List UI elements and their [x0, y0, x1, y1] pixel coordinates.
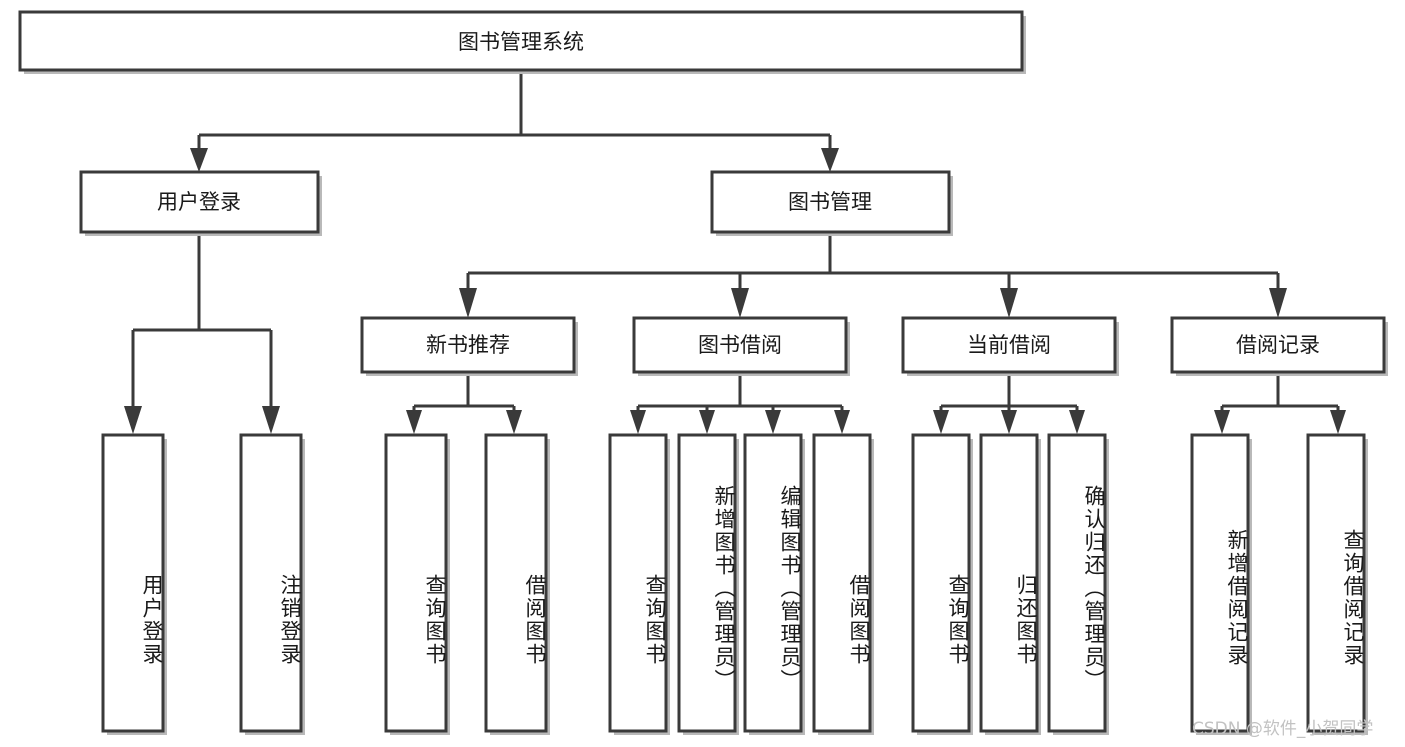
- node-user-login-box[interactable]: [79, 170, 320, 234]
- arrow-head-current-borrow: [1000, 288, 1018, 318]
- arrow-head-leaf-edit-book: [765, 410, 781, 434]
- arrow-head-book-borrow: [731, 288, 749, 318]
- connector-new-book-recommend-to-leaves: [412, 373, 516, 416]
- node-new-book-recommend-box[interactable]: [360, 316, 576, 374]
- leaf-boxes: [101, 433, 1368, 735]
- node-new-book-recommend[interactable]: 新书推荐: [360, 316, 578, 376]
- leaf-add-borrow-record-box[interactable]: [1190, 433, 1250, 733]
- leaf-query-book-1-box[interactable]: [384, 433, 448, 733]
- connector-root-to-level2: [197, 72, 832, 158]
- node-current-borrow[interactable]: 当前借阅: [901, 316, 1119, 376]
- node-user-login[interactable]: 用户登录: [79, 170, 322, 236]
- node-current-borrow-box[interactable]: [901, 316, 1117, 374]
- arrow-head-leaf-add-book: [699, 410, 715, 434]
- node-book-borrow[interactable]: 图书借阅: [632, 316, 850, 376]
- node-current-borrow-label: 当前借阅: [967, 333, 1051, 357]
- arrow-head-leaf-query-book-3: [933, 410, 949, 434]
- arrow-head-borrow-record: [1269, 288, 1287, 318]
- leaf-query-borrow-record-box[interactable]: [1306, 433, 1366, 733]
- connector-user-login-to-leaves: [131, 232, 273, 410]
- leaf-logout-login-box[interactable]: [239, 433, 303, 733]
- node-new-book-recommend-label: 新书推荐: [426, 333, 510, 357]
- arrow-head-book-management: [821, 148, 839, 172]
- arrow-head-leaf-user-login: [124, 406, 142, 434]
- leaf-user-login-box[interactable]: [101, 433, 165, 733]
- node-book-borrow-label: 图书借阅: [698, 333, 782, 357]
- node-book-management-label: 图书管理: [788, 190, 872, 214]
- arrow-head-leaf-return-book: [1001, 410, 1017, 434]
- leaf-query-book-2-box[interactable]: [608, 433, 668, 733]
- node-root[interactable]: 图书管理系统: [18, 10, 1026, 74]
- leaf-borrow-book-2-box[interactable]: [812, 433, 872, 733]
- arrow-head-user-login: [190, 148, 208, 172]
- arrow-head-leaf-borrow-book-1: [506, 410, 522, 434]
- connector-book-borrow-to-leaves: [636, 373, 844, 416]
- leaf-borrow-book-1-box[interactable]: [484, 433, 548, 733]
- leaf-return-book-box[interactable]: [979, 433, 1039, 733]
- arrow-head-leaf-query-borrow-record: [1330, 410, 1346, 434]
- arrow-head-leaf-query-book-2: [630, 410, 646, 434]
- node-root-label: 图书管理系统: [458, 30, 584, 54]
- arrow-head-leaf-borrow-book-2: [834, 410, 850, 434]
- arrow-head-leaf-logout-login: [262, 406, 280, 434]
- leaf-confirm-return-box[interactable]: [1047, 433, 1107, 733]
- leaf-edit-book-box[interactable]: [743, 433, 803, 733]
- leaf-query-book-3-box[interactable]: [911, 433, 971, 733]
- leaf-add-book-box[interactable]: [677, 433, 737, 733]
- node-borrow-record-box[interactable]: [1170, 316, 1386, 374]
- node-user-login-label: 用户登录: [157, 190, 241, 214]
- node-root-box[interactable]: [18, 10, 1024, 72]
- node-book-management[interactable]: 图书管理: [710, 170, 953, 236]
- connector-book-management-to-level3: [466, 232, 1280, 292]
- node-book-management-box[interactable]: [710, 170, 951, 234]
- arrow-head-new-book-recommend: [459, 288, 477, 318]
- node-borrow-record-label: 借阅记录: [1236, 333, 1320, 357]
- arrow-head-leaf-query-book-1: [406, 410, 422, 434]
- arrow-head-leaf-add-borrow-record: [1214, 410, 1230, 434]
- node-borrow-record[interactable]: 借阅记录: [1170, 316, 1388, 376]
- arrow-head-leaf-confirm-return: [1069, 410, 1085, 434]
- connector-layer: [124, 72, 1346, 434]
- connector-borrow-record-to-leaves: [1220, 373, 1340, 416]
- connector-current-borrow-to-leaves: [939, 373, 1079, 416]
- watermark-text: CSDN @软件_小贺同学: [1192, 719, 1374, 739]
- node-book-borrow-box[interactable]: [632, 316, 848, 374]
